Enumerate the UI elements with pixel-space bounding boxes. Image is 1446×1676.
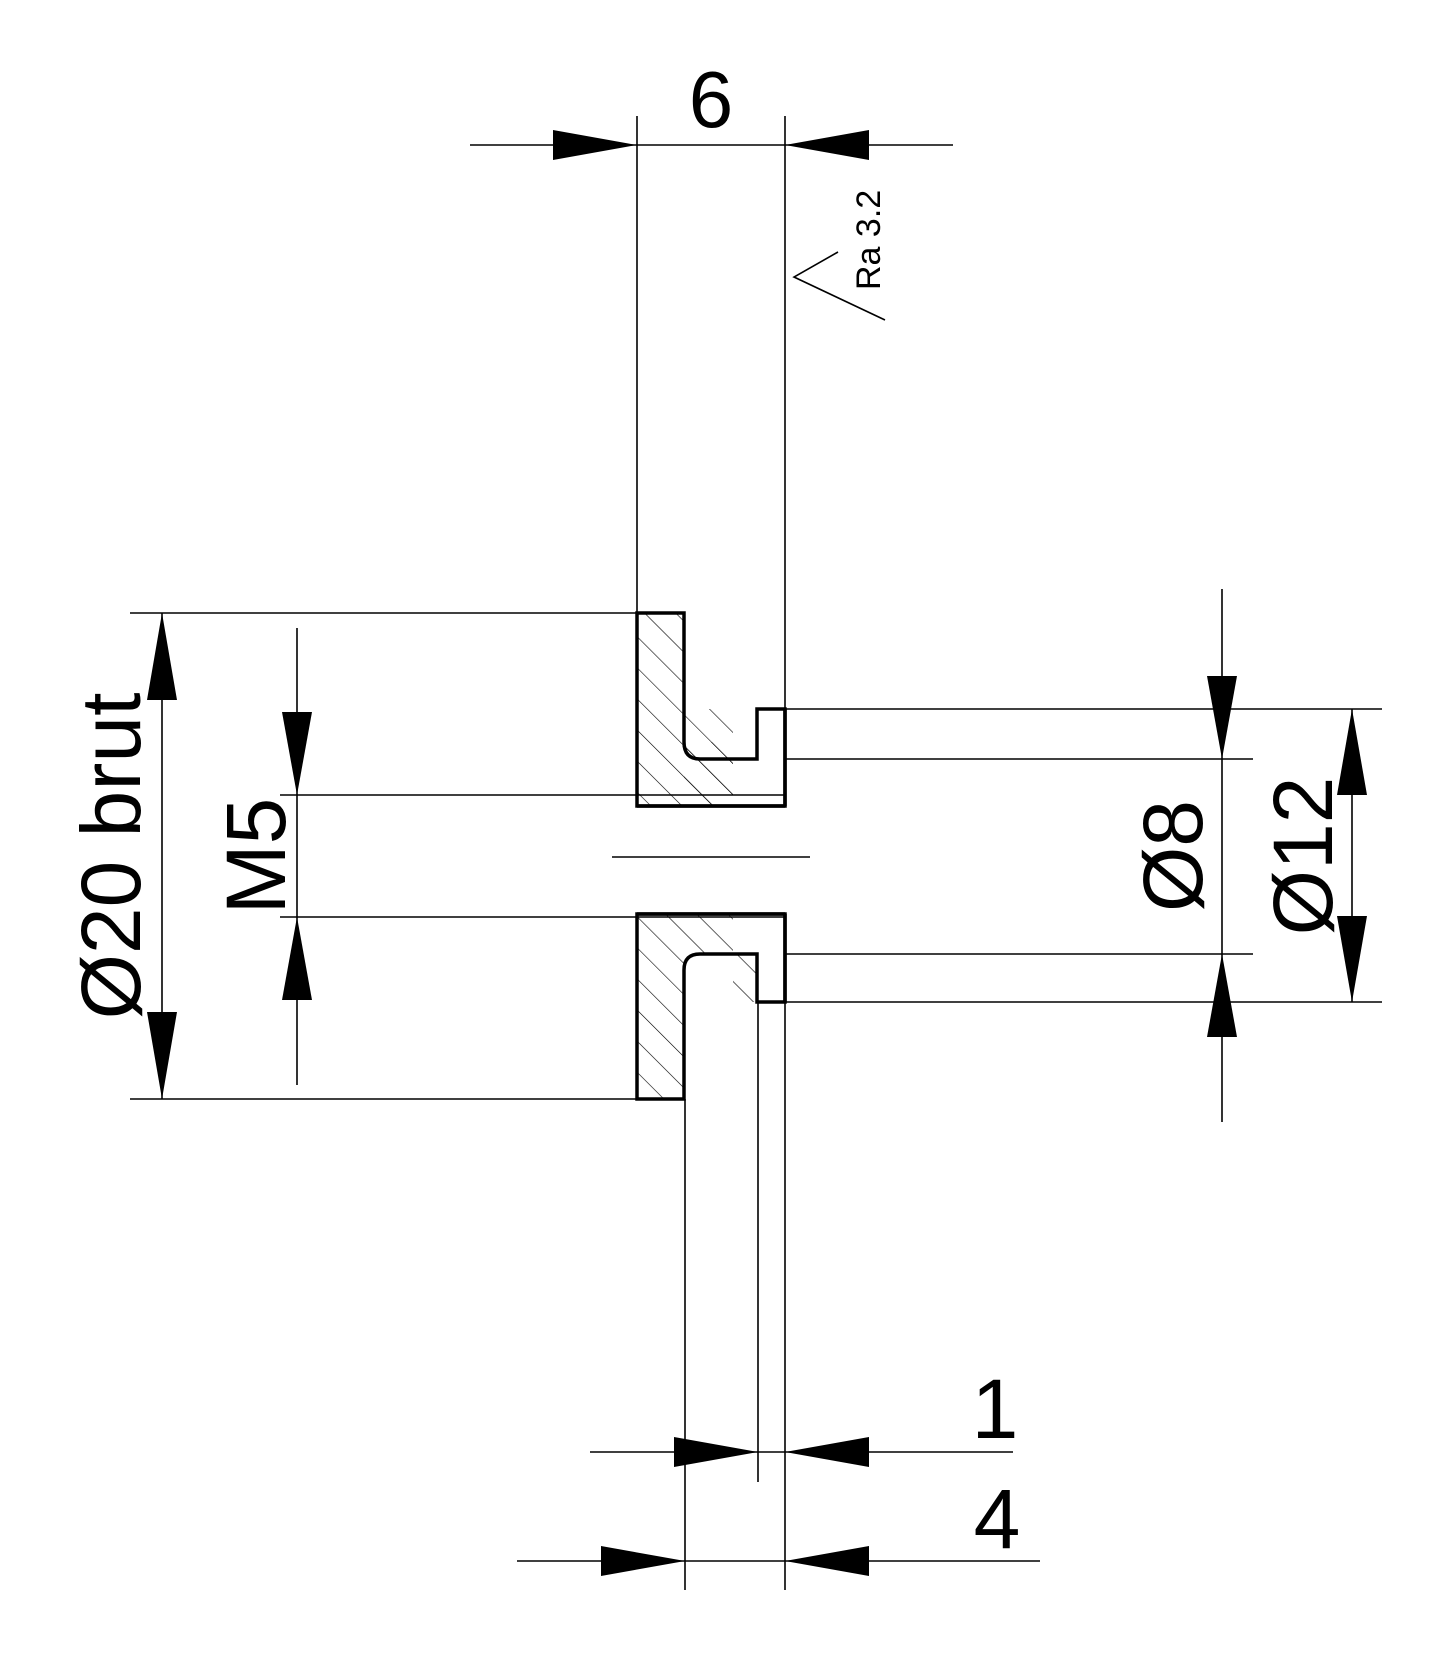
- dimension-thread: M5: [209, 628, 312, 1085]
- dim-bore-diameter-label: Ø8: [1126, 800, 1220, 912]
- extension-lines: [130, 116, 1382, 1590]
- dim-hub-length-label: 4: [974, 1472, 1021, 1566]
- dimension-hub-diameter: Ø12: [1256, 709, 1367, 1002]
- lower-section-hatch: [637, 914, 733, 1099]
- dim-hub-diameter-label: Ø12: [1256, 777, 1350, 936]
- dimension-overall-width: 6: [470, 55, 953, 160]
- dim-thread-label: M5: [209, 798, 303, 915]
- dimension-shoulder-width: 1: [590, 1362, 1018, 1467]
- surface-finish-label: Ra 3.2: [850, 190, 888, 290]
- lower-section-outline: [635, 912, 787, 1101]
- part-section: [612, 611, 810, 1101]
- surface-finish-symbol: Ra 3.2: [792, 190, 888, 321]
- dimension-outer-diameter: Ø20 brut: [64, 613, 177, 1099]
- upper-section-outline: [635, 611, 787, 808]
- dim-overall-width-label: 6: [689, 55, 734, 144]
- dimension-hub-length: 4: [517, 1472, 1040, 1576]
- dim-outer-diameter-label: Ø20 brut: [64, 693, 158, 1020]
- dim-shoulder-width-label: 1: [972, 1362, 1019, 1456]
- dimension-bore-diameter: Ø8: [1126, 589, 1237, 1122]
- lower-section-hatch-hub: [684, 954, 757, 1002]
